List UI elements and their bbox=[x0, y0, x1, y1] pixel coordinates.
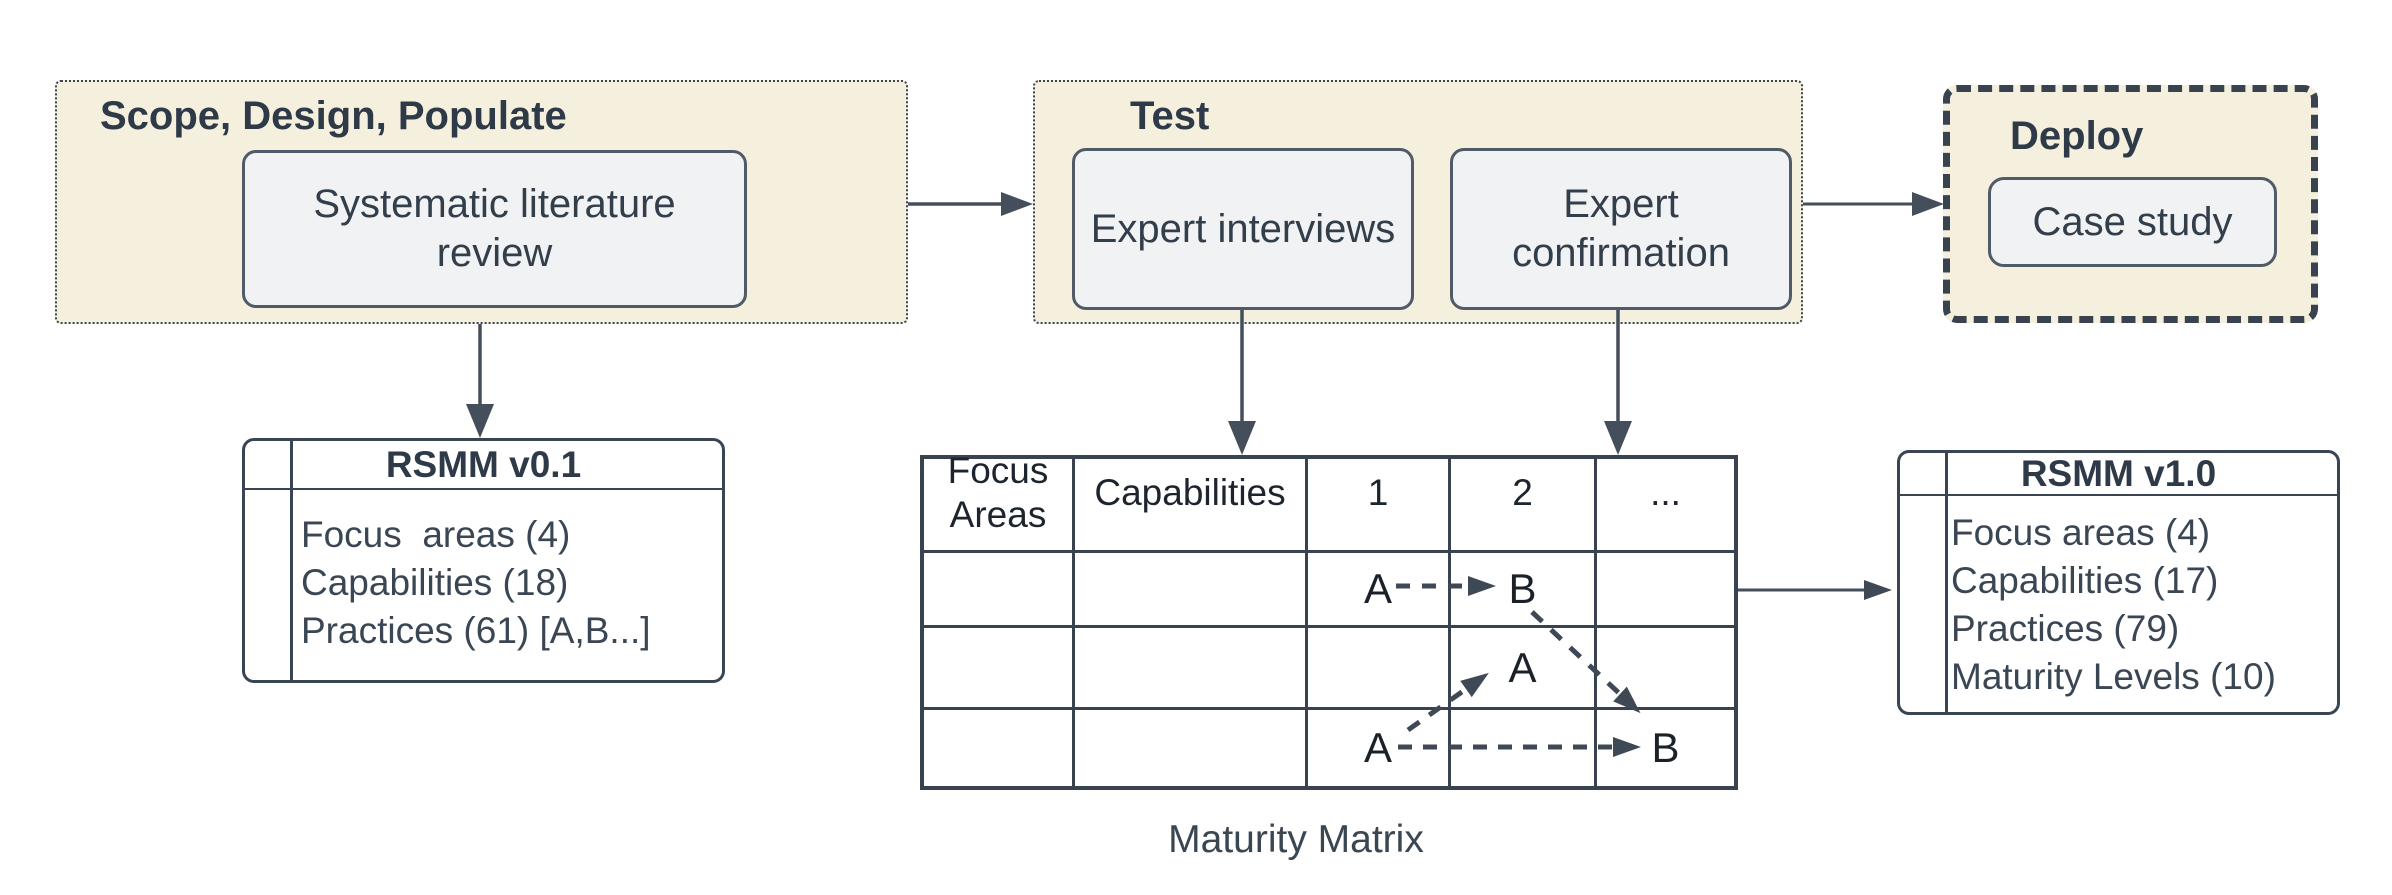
rsmm-v10-left-stripe bbox=[1945, 453, 1948, 712]
matrix-header-capabilities: Capabilities bbox=[1075, 459, 1308, 553]
node-expert-confirmation: Expert confirmation bbox=[1450, 148, 1792, 310]
matrix-cell: A bbox=[1308, 710, 1451, 786]
matrix-header-level-1: 1 bbox=[1308, 459, 1451, 553]
matrix-cell: B bbox=[1451, 553, 1597, 628]
matrix-cell bbox=[924, 710, 1075, 786]
rsmm-v01-item-practices: Practices (61) [A,B...] bbox=[301, 610, 651, 651]
matrix-caption: Maturity Matrix bbox=[1168, 818, 1424, 861]
phase-test-title: Test bbox=[1130, 94, 1210, 138]
node-expert-interviews: Expert interviews bbox=[1072, 148, 1414, 310]
node-systematic-literature-review: Systematic literature review bbox=[242, 150, 747, 308]
matrix-cell bbox=[1075, 628, 1308, 710]
matrix-cell bbox=[1075, 553, 1308, 628]
phase-scope-title: Scope, Design, Populate bbox=[100, 94, 567, 138]
artifact-rsmm-v10: RSMM v1.0 Focus areas (4) Capabilities (… bbox=[1897, 450, 2340, 715]
matrix-cell bbox=[1308, 628, 1451, 710]
matrix-letter-b1: B bbox=[1508, 565, 1537, 612]
rsmm-v10-item-practices: Practices (79) bbox=[1951, 608, 2180, 649]
rsmm-v10-item-focus-areas: Focus areas (4) bbox=[1951, 512, 2211, 553]
matrix-header-ellipsis: ... bbox=[1597, 459, 1734, 553]
matrix-cell bbox=[1597, 628, 1734, 710]
node-systematic-literature-review-label: Systematic literature review bbox=[313, 182, 676, 275]
rsmm-v01-item-capabilities: Capabilities (18) bbox=[301, 562, 569, 603]
artifact-rsmm-v01: RSMM v0.1 Focus areas (4) Capabilities (… bbox=[242, 438, 725, 683]
node-case-study: Case study bbox=[1988, 177, 2277, 267]
rsmm-v10-title: RSMM v1.0 bbox=[1900, 453, 2337, 496]
phase-deploy-title: Deploy bbox=[2010, 114, 2144, 158]
matrix-letter-a2: A bbox=[1508, 643, 1537, 691]
matrix-cell bbox=[1451, 710, 1597, 786]
rsmm-v01-item-focus-areas: Focus areas (4) bbox=[301, 514, 571, 555]
matrix-letter-a1: A bbox=[1363, 565, 1392, 612]
matrix-cell bbox=[1597, 553, 1734, 628]
rsmm-v10-item-maturity-levels: Maturity Levels (10) bbox=[1951, 656, 2276, 697]
matrix-cell: A bbox=[1451, 628, 1597, 710]
matrix-letter-a3: A bbox=[1363, 724, 1392, 771]
node-case-study-label: Case study bbox=[2032, 199, 2233, 244]
rsmm-v10-items: Focus areas (4) Capabilities (17) Practi… bbox=[1900, 496, 2337, 701]
rsmm-v01-items: Focus areas (4) Capabilities (18) Practi… bbox=[245, 490, 722, 655]
node-expert-confirmation-label: Expert confirmation bbox=[1512, 182, 1730, 275]
maturity-matrix-table: Focus Areas Capabilities 1 2 ... A B A A… bbox=[920, 450, 1738, 790]
matrix-cell bbox=[924, 628, 1075, 710]
rsmm-v01-left-stripe bbox=[290, 441, 293, 680]
matrix-cell bbox=[1075, 710, 1308, 786]
rsmm-v01-title: RSMM v0.1 bbox=[245, 441, 722, 490]
matrix-header-level-2: 2 bbox=[1451, 459, 1597, 553]
matrix-cell: B bbox=[1597, 710, 1734, 786]
node-expert-interviews-label: Expert interviews bbox=[1090, 206, 1396, 251]
matrix-cell bbox=[924, 553, 1075, 628]
matrix-letter-b3: B bbox=[1651, 724, 1680, 771]
matrix-header-focus-areas: Focus Areas bbox=[924, 450, 1075, 553]
matrix-cell: A bbox=[1308, 553, 1451, 628]
rsmm-v10-item-capabilities: Capabilities (17) bbox=[1951, 560, 2219, 601]
